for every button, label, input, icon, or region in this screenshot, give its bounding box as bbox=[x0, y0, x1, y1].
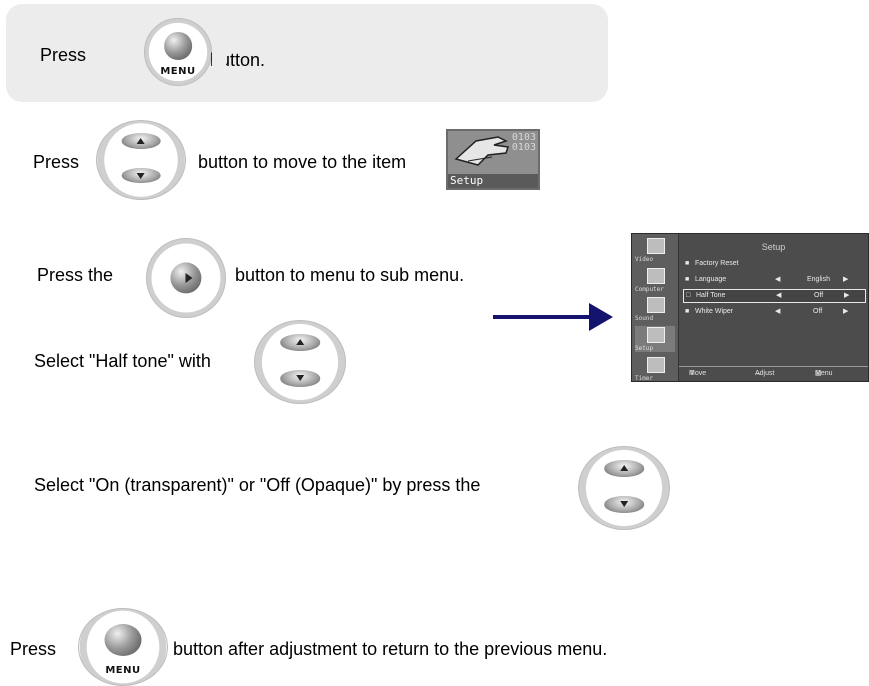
osd-sidebar-computer: Computer bbox=[635, 267, 675, 293]
pointer-arrow-head bbox=[589, 303, 613, 331]
step1-panel bbox=[6, 4, 608, 102]
osd-sidebar-video: Video bbox=[635, 237, 675, 263]
osd-row-language: ■Language ◀ English ▶ bbox=[683, 274, 866, 286]
menu-button-label: MENU bbox=[160, 66, 196, 78]
osd-sidebar-sound: Sound bbox=[635, 296, 675, 322]
osd-title: Setup bbox=[761, 242, 786, 252]
sound-icon bbox=[647, 297, 665, 313]
right-arrow-icon: ▶ bbox=[844, 292, 850, 299]
step2-text-suffix: button to move to the item bbox=[198, 152, 407, 172]
down-arrow-icon bbox=[296, 375, 304, 382]
setup-digits: 0103 0103 bbox=[511, 132, 536, 153]
up-down-button[interactable] bbox=[96, 120, 186, 200]
up-key[interactable] bbox=[604, 460, 644, 477]
osd-row-white-wiper: ■White Wiper ◀ Off ▶ bbox=[683, 306, 866, 318]
step6-text-suffix: button after adjustment to return to the… bbox=[173, 639, 608, 659]
move-icon: ⇕ bbox=[689, 370, 695, 377]
right-arrow-icon bbox=[185, 273, 193, 283]
left-arrow-icon: ◀ bbox=[775, 276, 781, 283]
osd-row-half-tone: □Half Tone ◀ Off ▶ bbox=[683, 289, 866, 303]
up-key[interactable] bbox=[121, 133, 161, 150]
osd-main-panel: Setup ■Factory Reset ■Language ◀ English… bbox=[679, 234, 868, 381]
menu-icon: ▥ bbox=[815, 370, 822, 377]
computer-icon bbox=[647, 268, 665, 284]
osd-row-factory-reset: ■Factory Reset bbox=[685, 260, 739, 267]
up-arrow-icon bbox=[296, 339, 304, 346]
timer-icon bbox=[647, 357, 665, 373]
setup-item-thumbnail: 0103 0103 Setup bbox=[446, 129, 540, 190]
osd-footer: ⇕ Move ↔ Adjust ▥ Menu bbox=[679, 366, 868, 381]
setup-item-label: Setup bbox=[448, 174, 538, 188]
left-arrow-icon: ◀ bbox=[776, 292, 782, 299]
pointer-arrow-shaft bbox=[493, 315, 589, 319]
step6-text-prefix: Press bbox=[10, 639, 57, 659]
step5-text: Select "On (transparent)" or "Off (Opaqu… bbox=[34, 475, 481, 495]
step3-text-prefix: Press the bbox=[37, 265, 114, 285]
left-arrow-icon: ◀ bbox=[775, 308, 781, 315]
down-key[interactable] bbox=[121, 167, 161, 184]
video-icon bbox=[647, 238, 665, 254]
up-arrow-icon bbox=[620, 465, 628, 472]
osd-sidebar-timer: Timer bbox=[635, 356, 675, 381]
adjust-icon: ↔ bbox=[755, 370, 762, 377]
step2-text-prefix: Press bbox=[33, 152, 80, 172]
osd-sidebar: Video Computer Sound Setup Timer bbox=[632, 234, 679, 381]
up-down-button-2[interactable] bbox=[254, 320, 346, 404]
hand-icon bbox=[454, 136, 509, 166]
step1-text-prefix: Press bbox=[40, 45, 87, 65]
menu-button-label: MENU bbox=[105, 664, 141, 676]
down-key[interactable] bbox=[280, 370, 320, 387]
menu-button-ball bbox=[104, 624, 142, 657]
right-arrow-icon: ▶ bbox=[843, 276, 849, 283]
menu-button-ball bbox=[164, 32, 192, 60]
step1-text-suffix: button. bbox=[210, 44, 267, 71]
right-arrow-icon: ▶ bbox=[843, 308, 849, 315]
osd-sidebar-setup: Setup bbox=[635, 326, 675, 352]
setup-icon bbox=[647, 327, 665, 343]
down-arrow-icon bbox=[137, 172, 145, 179]
menu-button-2[interactable]: MENU bbox=[78, 608, 168, 686]
menu-button[interactable]: MENU bbox=[144, 18, 212, 86]
osd-setup-screen: Video Computer Sound Setup Timer Setup ■… bbox=[631, 233, 869, 382]
down-key[interactable] bbox=[604, 496, 644, 513]
up-down-button-3[interactable] bbox=[578, 446, 670, 530]
right-button[interactable] bbox=[146, 238, 226, 318]
step4-text: Select "Half tone" with bbox=[34, 351, 211, 371]
up-arrow-icon bbox=[137, 138, 145, 145]
up-key[interactable] bbox=[280, 334, 320, 351]
step3-text-suffix: button to menu to sub menu. bbox=[235, 265, 465, 285]
down-arrow-icon bbox=[620, 501, 628, 508]
